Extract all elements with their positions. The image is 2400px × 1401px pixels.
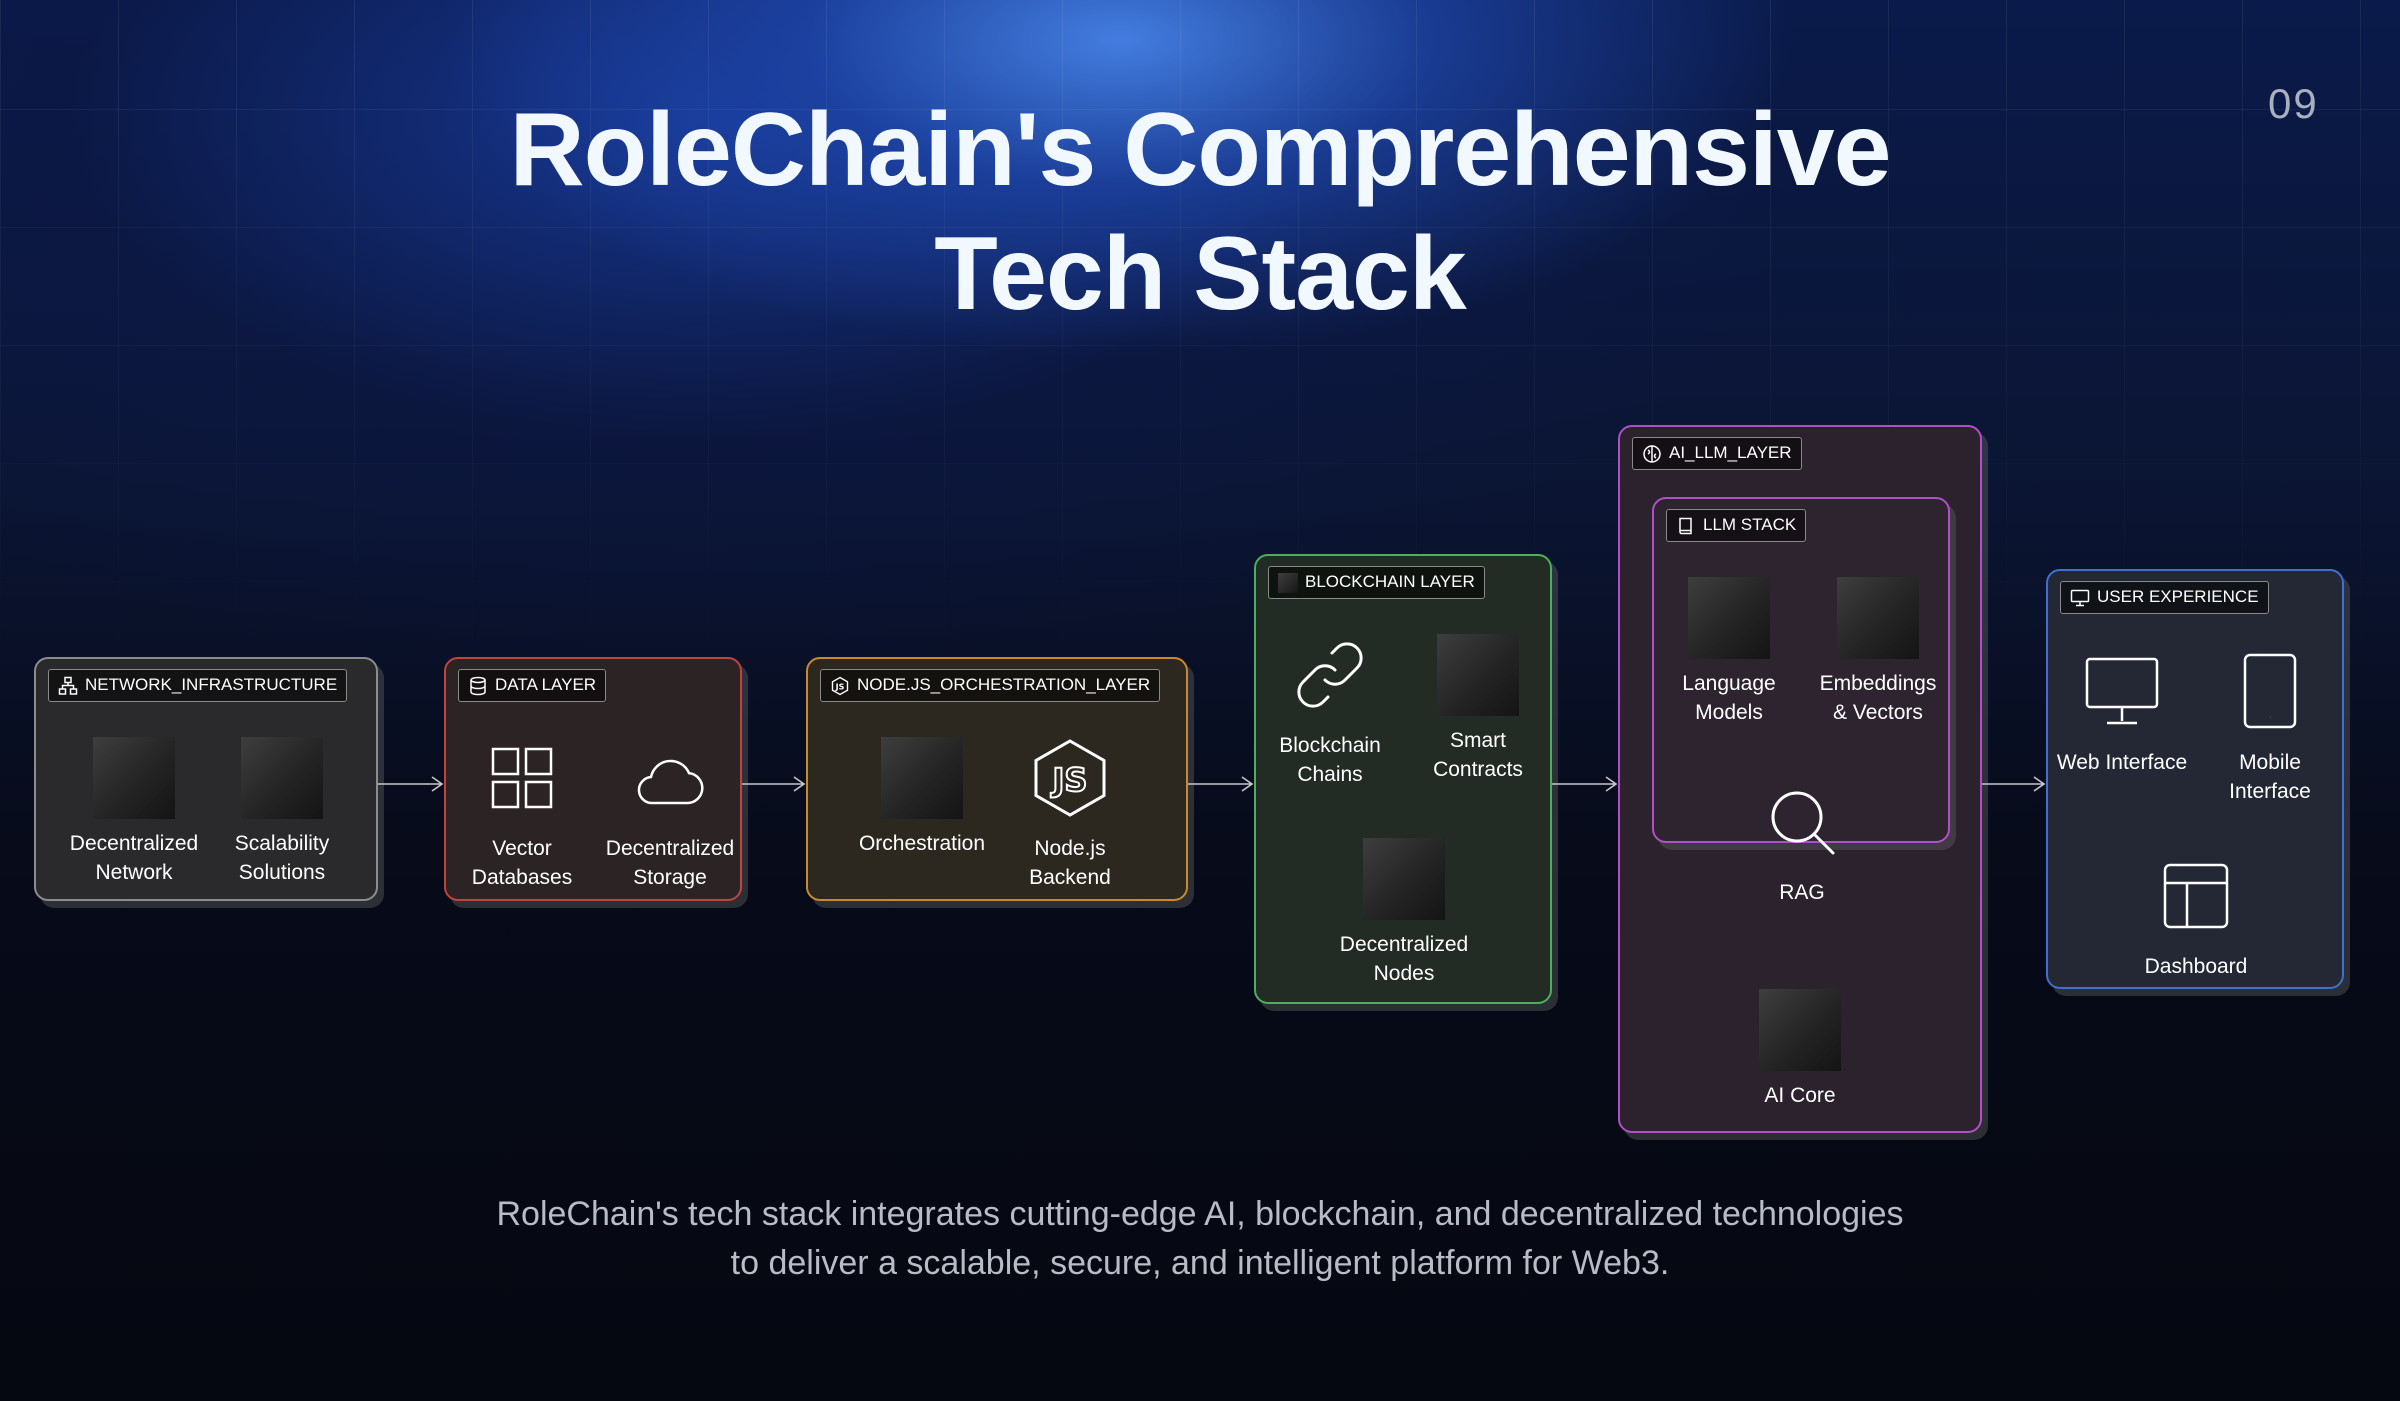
orchestration-node: Orchestration: [842, 737, 1002, 858]
blockchain-layer-placeholder-icon: [1278, 573, 1298, 593]
scalability-solutions-placeholder-icon: [241, 737, 323, 819]
dashboard-label: Dashboard: [2144, 955, 2248, 978]
blockchain-layer-tag: BLOCKCHAIN LAYER: [1268, 566, 1485, 599]
ai-core-label: AI Core: [1764, 1084, 1836, 1107]
vector-databases-node: Vector Databases: [442, 737, 602, 892]
nodejs-orchestration-tag: JS NODE.JS_ORCHESTRATION_LAYER: [820, 669, 1161, 702]
user-experience-tag-label: USER EXPERIENCE: [2097, 587, 2259, 606]
vector-databases-label: Vector Databases: [471, 837, 573, 889]
chain-link-icon: [1297, 642, 1363, 708]
blockchain-chains-label: Blockchain Chains: [1279, 734, 1381, 786]
mobile-interface-label: Mobile Interface: [2229, 751, 2311, 803]
nodejs-orchestration-box: JS NODE.JS_ORCHESTRATION_LAYER Orchestra…: [806, 657, 1188, 901]
decentralized-storage-node: Decentralized Storage: [590, 737, 750, 892]
blockchain-layer-tag-label: BLOCKCHAIN LAYER: [1305, 572, 1475, 591]
language-models-label: Language Models: [1682, 672, 1776, 724]
llm-stack-tag-label: LLM STACK: [1703, 515, 1797, 534]
orchestration-placeholder-icon: [881, 737, 963, 819]
scalability-solutions-label: Scalability Solutions: [234, 832, 330, 884]
page-title: RoleChain's Comprehensive Tech Stack: [0, 88, 2400, 336]
network-infrastructure-box: NETWORK_INFRASTRUCTURE Decentralized Net…: [34, 657, 378, 901]
cloud-icon: [637, 759, 704, 805]
decentralized-nodes-placeholder-icon: [1363, 838, 1445, 920]
arrow-data-to-nodejs: [742, 776, 806, 792]
scalability-solutions-node: Scalability Solutions: [202, 737, 362, 887]
mobile-interface-node: Mobile Interface: [2190, 651, 2350, 806]
blockchain-layer-box: BLOCKCHAIN LAYER Blockchain Chains Smart…: [1254, 554, 1552, 1004]
decentralized-network-placeholder-icon: [93, 737, 175, 819]
page-number: 09: [2268, 80, 2319, 127]
llm-stack-box: LLM STACK Language Models Embeddings & V…: [1649, 497, 1950, 904]
decentralized-nodes-label: Decentralized Nodes: [1339, 933, 1469, 985]
nodejs-icon: JS: [831, 676, 849, 696]
user-experience-box: USER EXPERIENCE Web Interface Mobile Int…: [2046, 569, 2344, 989]
smart-contracts-placeholder-icon: [1437, 634, 1519, 716]
ai-llm-layer-tag: AI_LLM_LAYER: [1632, 437, 1802, 470]
web-interface-node: Web Interface: [2042, 651, 2202, 777]
decentralized-network-label: Decentralized Network: [69, 832, 199, 884]
embeddings-vectors-label: Embeddings & Vectors: [1819, 672, 1937, 724]
brain-icon: [1643, 445, 1661, 463]
rag-node: RAG: [1722, 781, 1882, 907]
arrow-blockchain-to-ai: [1552, 776, 1618, 792]
book-icon: [1679, 517, 1692, 535]
data-layer-tag-label: DATA LAYER: [495, 675, 597, 694]
orchestration-label: Orchestration: [858, 832, 986, 855]
decentralized-nodes-node: Decentralized Nodes: [1324, 838, 1484, 988]
data-layer-tag: DATA LAYER: [458, 669, 607, 702]
embeddings-vectors-placeholder-icon: [1837, 577, 1919, 659]
dashboard-node: Dashboard: [2116, 855, 2276, 981]
arrow-network-to-data: [378, 776, 444, 792]
nodejs-logo-icon: JS: [1034, 739, 1106, 817]
arrow-ai-to-user-experience: [1982, 776, 2046, 792]
svg-text:JS: JS: [835, 683, 845, 692]
smart-contracts-node: Smart Contracts: [1398, 634, 1558, 784]
ai-llm-layer-tag-label: AI_LLM_LAYER: [1669, 443, 1792, 462]
ai-llm-layer-box: AI_LLM_LAYER LLM STACK Language Models E…: [1618, 425, 1982, 1133]
smart-contracts-label: Smart Contracts: [1433, 729, 1523, 781]
language-models-placeholder-icon: [1688, 577, 1770, 659]
background-grid: [0, 0, 2400, 700]
embeddings-vectors-node: Embeddings & Vectors: [1798, 577, 1958, 727]
monitor-icon: [2070, 589, 2090, 607]
database-icon: [470, 676, 486, 696]
user-experience-tag: USER EXPERIENCE: [2060, 581, 2269, 614]
subtitle-line-2: to deliver a scalable, secure, and intel…: [730, 1244, 1670, 1282]
nodejs-backend-node: JS Node.js Backend: [990, 737, 1150, 892]
data-layer-box: DATA LAYER Vector Databases Decentralize…: [444, 657, 742, 901]
search-icon: [1771, 791, 1835, 855]
ai-core-placeholder-icon: [1759, 989, 1841, 1071]
desktop-monitor-icon: [2085, 657, 2159, 725]
web-interface-label: Web Interface: [2056, 751, 2188, 774]
decentralized-storage-label: Decentralized Storage: [605, 837, 735, 889]
language-models-node: Language Models: [1649, 577, 1809, 727]
subtitle-line-1: RoleChain's tech stack integrates cuttin…: [496, 1195, 1904, 1233]
nodejs-backend-label: Node.js Backend: [1029, 837, 1111, 889]
title-line-1: RoleChain's Comprehensive: [509, 92, 1892, 208]
grid-icon: [491, 747, 553, 809]
llm-stack-tag: LLM STACK: [1666, 509, 1807, 542]
network-infrastructure-tag-label: NETWORK_INFRASTRUCTURE: [85, 675, 338, 694]
svg-text:JS: JS: [1051, 761, 1088, 799]
network-infrastructure-tag: NETWORK_INFRASTRUCTURE: [48, 669, 348, 702]
ai-core-node: AI Core: [1720, 989, 1880, 1110]
smartphone-icon: [2243, 653, 2297, 729]
decentralized-network-node: Decentralized Network: [54, 737, 214, 887]
arrow-nodejs-to-blockchain: [1188, 776, 1254, 792]
blockchain-chains-node: Blockchain Chains: [1250, 634, 1410, 789]
rag-label: RAG: [1779, 881, 1825, 904]
network-icon: [58, 676, 78, 695]
title-line-2: Tech Stack: [934, 216, 1466, 332]
nodejs-orchestration-tag-label: NODE.JS_ORCHESTRATION_LAYER: [857, 675, 1151, 694]
page-subtitle: RoleChain's tech stack integrates cuttin…: [0, 1190, 2400, 1288]
dashboard-layout-icon: [2163, 863, 2229, 929]
